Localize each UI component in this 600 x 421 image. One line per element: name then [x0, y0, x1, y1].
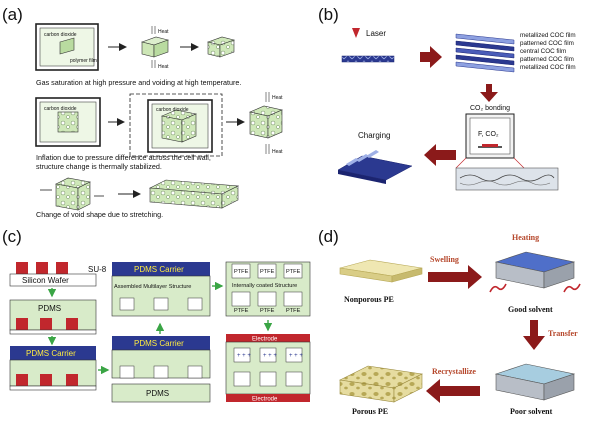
b-charged-film — [337, 150, 413, 184]
b-cross-section — [455, 167, 559, 191]
d-good-solvent-label: Good solvent — [508, 305, 553, 314]
a-heat-label-2: Heat — [158, 64, 169, 70]
a-box3: carbon dioxide — [129, 93, 223, 157]
c-silicon-wafer: Silicon Wafer — [22, 276, 69, 285]
panel-b: (b) Laser metallized COC film patterned … — [318, 5, 576, 191]
c-ptfe-5: PTFE — [260, 308, 275, 314]
d-arrow-recrystallize — [426, 379, 480, 403]
b-laser-film — [341, 55, 395, 63]
b-layer-5: metallized COC film — [520, 64, 576, 71]
c-ptfe-1: PTFE — [234, 269, 249, 275]
b-arrow-left — [424, 144, 456, 166]
b-layer-1: metallized COC film — [520, 32, 576, 39]
b-f-co2: F, CO₂ — [478, 131, 499, 138]
d-heating-label: Heating — [512, 233, 539, 242]
laser-icon — [352, 28, 360, 38]
a-box1: carbon dioxide polymer film — [35, 23, 99, 71]
a-heat-1: Heat Heat — [151, 26, 169, 70]
b-film-stack — [455, 33, 515, 73]
c-pdms-1: PDMS — [38, 304, 61, 313]
d-recrystallize-label: Recrystallize — [432, 367, 476, 376]
c-internally-coated: PTFE PTFE PTFE Internally coated Structu… — [225, 261, 311, 317]
b-layer-2: patterned COC film — [520, 40, 574, 47]
d-heat-wave-right — [563, 283, 581, 293]
c-ptfe-4: PTFE — [234, 308, 249, 314]
a-cube-2 — [206, 36, 236, 58]
c-pdms-carrier-3-stack: PDMS Carrier — [111, 336, 211, 379]
c-pdms-carrier-1-stack: PDMS Carrier — [9, 346, 97, 391]
c-electrode-top: Electrode — [252, 337, 278, 343]
a-heat-2: Heat Heat — [265, 92, 283, 155]
panel-c: (c) SU-8 Silicon Wafer PDMS PDMS Carrier — [2, 227, 311, 403]
d-transfer-label: Transfer — [548, 329, 578, 338]
a-heat-label-3: Heat — [272, 95, 283, 101]
c-pdms-carrier-1: PDMS Carrier — [26, 349, 76, 358]
d-swelling-label: Swelling — [430, 255, 459, 264]
d-poor-solvent-tray — [494, 363, 576, 401]
panel-label-c: (c) — [2, 227, 22, 246]
a-box3-gas-label: carbon dioxide — [156, 107, 189, 113]
d-poor-solvent-label: Poor solvent — [510, 407, 553, 416]
svg-text:+ + +: + + + — [289, 353, 303, 359]
d-porous-label: Porous PE — [352, 407, 388, 416]
c-ptfe-3: PTFE — [286, 269, 301, 275]
b-charging: Charging — [358, 131, 390, 140]
c-electrode-bottom: Electrode — [252, 397, 278, 403]
a-box2: carbon dioxide — [35, 97, 101, 147]
b-laser-label: Laser — [366, 29, 386, 38]
a-stretch-sample — [40, 177, 104, 211]
a-heat-label-4: Heat — [272, 149, 283, 155]
a-box1-gas-label: carbon dioxide — [44, 32, 77, 38]
d-nonporous-pe — [339, 259, 423, 283]
b-layer-4: patterned COC film — [520, 56, 574, 63]
panel-label-a: (a) — [2, 5, 23, 24]
b-arrow-right — [420, 46, 442, 68]
c-su8-label: SU-8 — [88, 265, 107, 274]
c-silicon-wafer-stack: SU-8 Silicon Wafer — [9, 262, 107, 287]
a-cube-1 — [140, 36, 170, 58]
a-cube-3 — [249, 105, 283, 139]
panel-d: (d) Nonporous PE Swelling Heating Good s… — [318, 227, 581, 416]
c-pdms-carrier-2: PDMS Carrier — [134, 265, 184, 274]
c-assembled-label: Assembled Multilayer Structure — [114, 284, 191, 290]
svg-text:+ + +: + + + — [237, 353, 251, 359]
panel-label-b: (b) — [318, 5, 339, 24]
a-stretched-sample — [148, 179, 240, 209]
svg-text:+ + +: + + + — [263, 353, 277, 359]
c-pdms-carrier-3: PDMS Carrier — [134, 339, 184, 348]
d-arrow-transfer — [523, 320, 545, 350]
c-ptfe-6: PTFE — [286, 308, 301, 314]
b-press: F, CO₂ — [465, 113, 515, 159]
a-box1-film-label: polymer film — [70, 58, 97, 64]
b-zoom-lines — [455, 157, 525, 169]
c-electrode-stack: Electrode + + + + + + + + + Electrode — [225, 334, 311, 403]
d-good-solvent-tray — [494, 251, 576, 289]
a-caption-2-line-1: Inflation due to pressure difference acr… — [36, 153, 211, 162]
d-heat-wave-left — [489, 283, 507, 293]
d-arrow-swelling — [428, 265, 482, 289]
c-pdms-mold: PDMS — [9, 299, 97, 335]
panel-label-d: (d) — [318, 227, 339, 246]
d-nonporous-label: Nonporous PE — [344, 295, 394, 304]
panel-a: (a) carbon dioxide polymer film Heat Hea… — [2, 5, 283, 219]
c-pdms-2: PDMS — [146, 389, 169, 398]
c-assembled-structure: PDMS Carrier Assembled Multilayer Struct… — [111, 262, 211, 317]
a-caption-3: Change of void shape due to stretching. — [36, 210, 163, 219]
b-arrow-down — [480, 84, 498, 102]
d-porous-pe — [339, 365, 423, 403]
a-caption-1: Gas saturation at high pressure and void… — [36, 78, 241, 87]
c-internally-coated-label: Internally coated Structure — [232, 283, 297, 289]
a-heat-label-1: Heat — [158, 29, 169, 35]
b-layer-3: central COC film — [520, 48, 566, 55]
b-co2-bonding: CO₂ bonding — [470, 105, 510, 112]
a-box2-gas-label: carbon dioxide — [44, 106, 77, 112]
c-ptfe-2: PTFE — [260, 269, 275, 275]
a-caption-2-line-2: structure change is thermally stabilized… — [36, 162, 162, 171]
c-pdms-base: PDMS — [111, 383, 211, 403]
